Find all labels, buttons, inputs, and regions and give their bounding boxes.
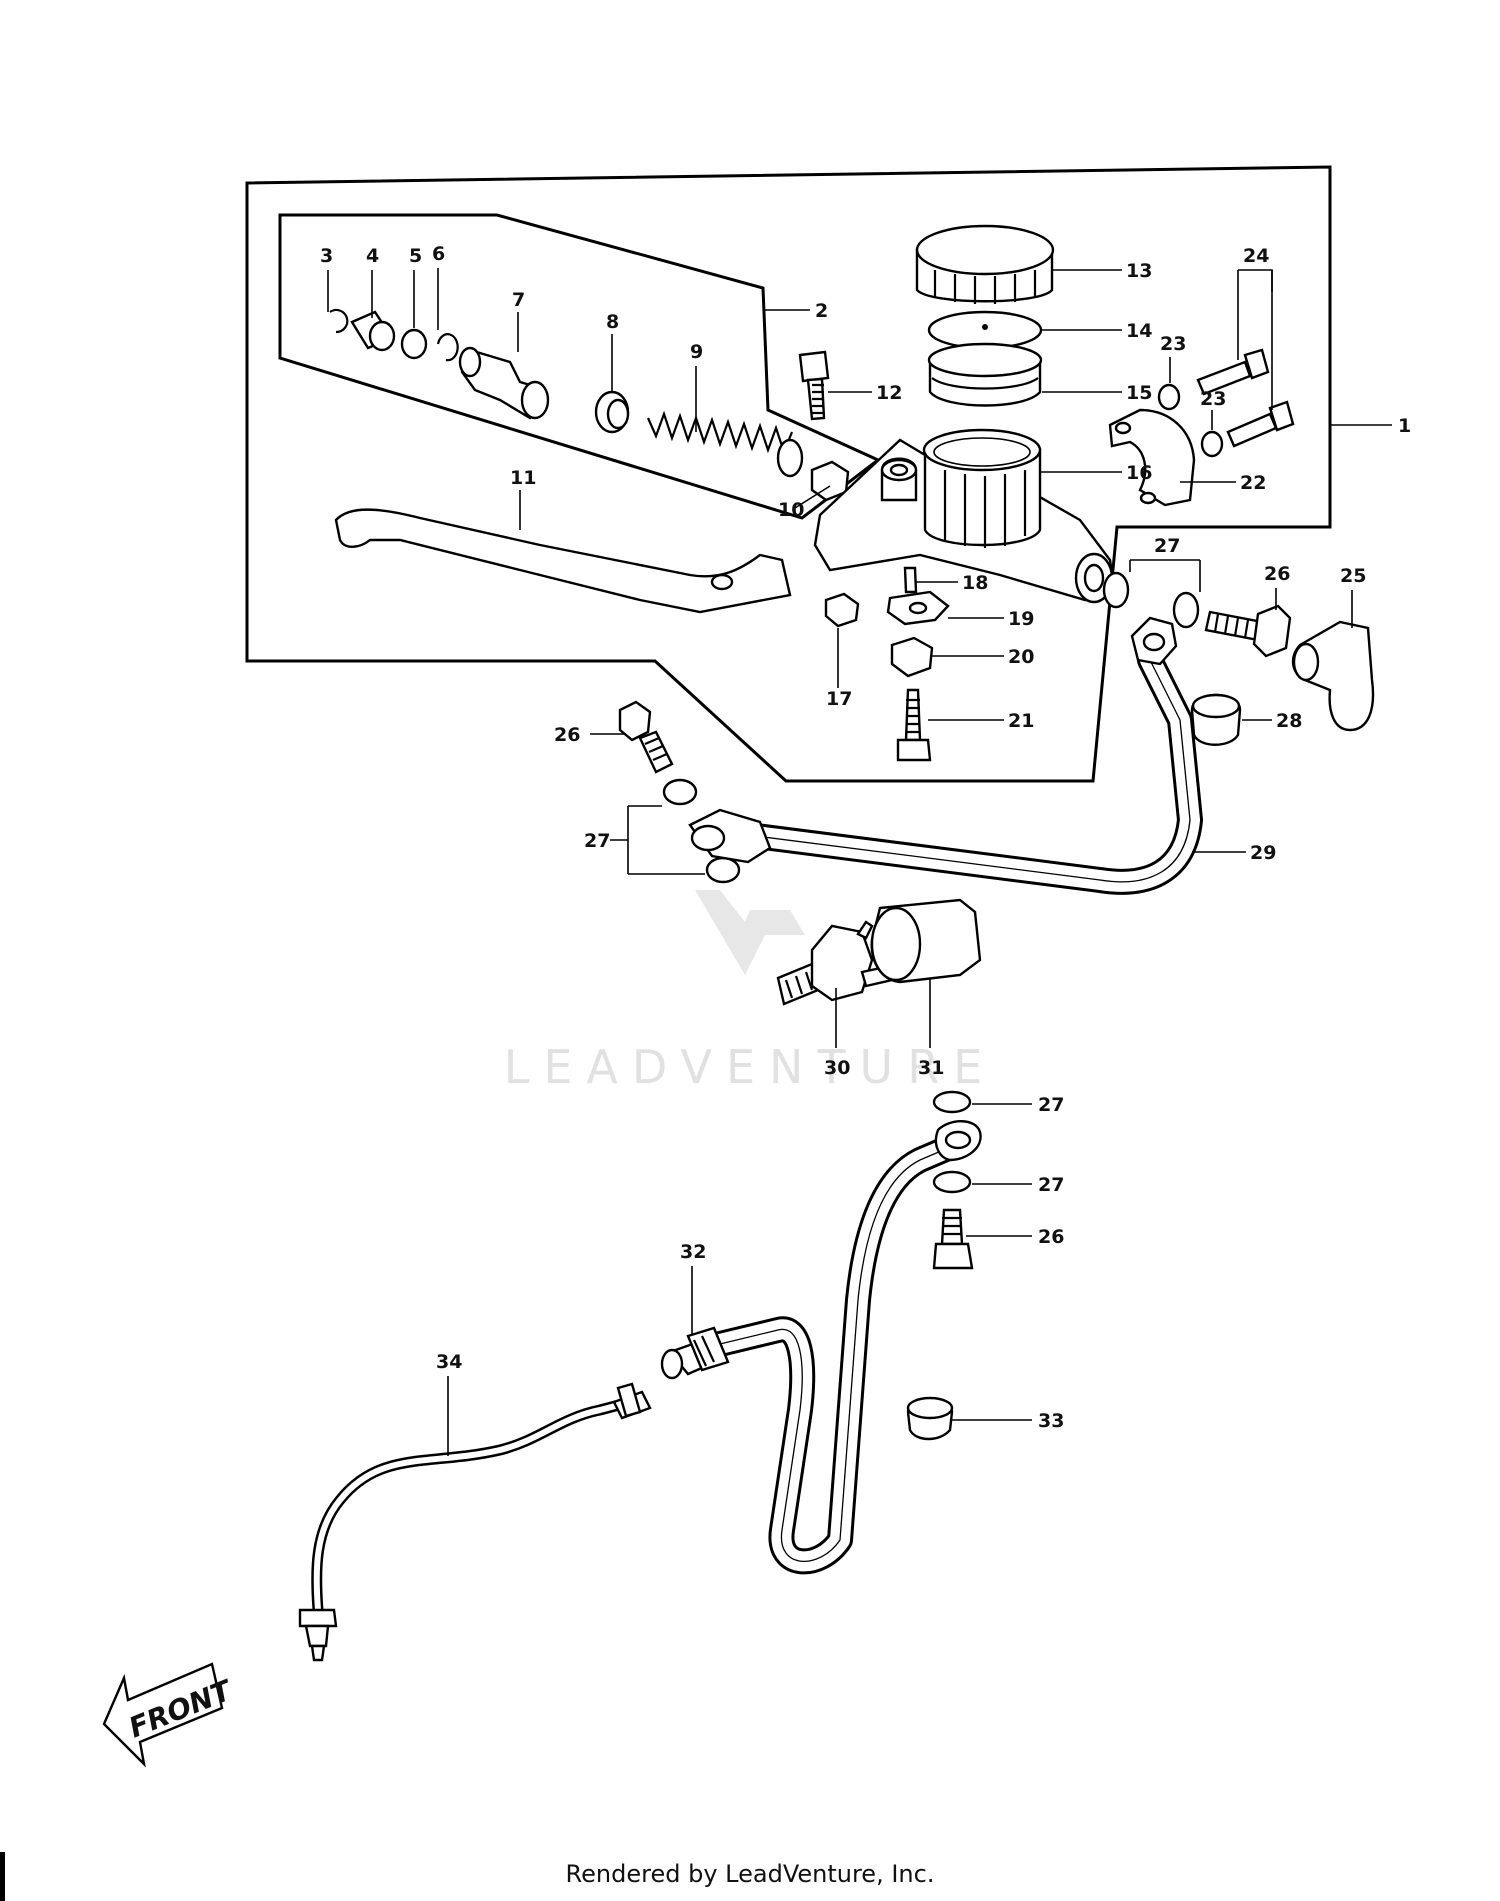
brake-lever-icon [334, 508, 792, 614]
callout-labels: 1 2 3 4 5 6 7 8 9 10 11 12 13 14 15 16 1… [320, 243, 1411, 1432]
callout-33: 33 [1038, 1410, 1064, 1432]
banjo-bolt-icon [1204, 604, 1292, 658]
callout-19: 19 [1008, 608, 1034, 630]
front-direction-arrow-icon: FRONT [102, 1662, 238, 1768]
callout-5: 5 [409, 245, 422, 267]
callout-32: 32 [680, 1241, 706, 1263]
callout-10: 10 [778, 499, 804, 521]
washer-icon [1200, 430, 1224, 458]
switch-plate-icon [886, 590, 950, 626]
page-edge-mark [0, 1852, 5, 1901]
master-cylinder-body-icon [813, 428, 1114, 604]
diaphragm-icon [927, 342, 1043, 407]
callout-22: 22 [1240, 472, 1266, 494]
clamp-bolt-icon [1196, 348, 1295, 448]
footer-credit: Rendered by LeadVenture, Inc. [565, 1860, 935, 1888]
callout-30: 30 [824, 1057, 850, 1079]
callout-27: 27 [1154, 535, 1180, 557]
piston-cup-icon [350, 310, 396, 352]
spring-icon [646, 410, 804, 478]
dust-cap-icon [1190, 693, 1242, 746]
callout-16: 16 [1126, 462, 1152, 484]
hose-joint-icon [660, 1326, 730, 1380]
gasket-icon [932, 1170, 972, 1194]
callout-27: 27 [1038, 1174, 1064, 1196]
brake-hose-lower-icon [707, 1120, 982, 1575]
callout-34: 34 [436, 1351, 462, 1373]
lever-pivot-nut-icon [824, 592, 860, 628]
rubber-boot-icon [1291, 620, 1375, 732]
watermark-logo-icon [695, 890, 805, 975]
piston-icon [458, 346, 550, 420]
callout-17: 17 [826, 688, 852, 710]
grommet-icon [906, 1396, 954, 1441]
callout-4: 4 [366, 245, 379, 267]
callout-26: 26 [1038, 1226, 1064, 1248]
callout-18: 18 [962, 572, 988, 594]
callout-28: 28 [1276, 710, 1302, 732]
callout-15: 15 [1126, 382, 1152, 404]
callout-13: 13 [1126, 260, 1152, 282]
diaphragm-plate-icon [927, 310, 1043, 350]
gasket-icon [1172, 591, 1200, 629]
banjo-fitting-icon [688, 808, 772, 864]
callout-14: 14 [1126, 320, 1152, 342]
adjust-bolt-icon [896, 688, 932, 762]
callout-8: 8 [606, 311, 619, 333]
washer-icon [1157, 383, 1181, 411]
leader-lines [327, 268, 1392, 1456]
bolt-icon [798, 350, 830, 421]
callout-7: 7 [512, 289, 525, 311]
seal-ring-icon [400, 328, 428, 360]
switch-cover-icon [870, 898, 982, 984]
gasket-icon [932, 1090, 972, 1114]
callout-12: 12 [876, 382, 902, 404]
callout-24: 24 [1243, 245, 1269, 267]
pivot-pin-icon [903, 566, 918, 594]
callout-23: 23 [1160, 333, 1186, 355]
callout-31: 31 [918, 1057, 944, 1079]
callout-27: 27 [584, 830, 610, 852]
callout-11: 11 [510, 467, 536, 489]
callout-21: 21 [1008, 710, 1034, 732]
callout-23: 23 [1200, 388, 1226, 410]
banjo-bolt-icon [932, 1208, 974, 1270]
callout-2: 2 [815, 300, 828, 322]
callout-9: 9 [690, 341, 703, 363]
seal-icon [436, 333, 459, 362]
banjo-bolt-icon [618, 700, 674, 774]
watermark-text: LEADVENTURE [503, 1040, 997, 1094]
gasket-icon [1102, 571, 1130, 609]
brake-pipe-icon [298, 1382, 652, 1662]
callout-26: 26 [1264, 563, 1290, 585]
subassembly-boundary-outline [278, 213, 881, 520]
circlip-icon [329, 308, 349, 334]
callout-1: 1 [1398, 415, 1411, 437]
callout-26: 26 [554, 724, 580, 746]
brake-hose-upper-icon [735, 616, 1203, 895]
callout-25: 25 [1340, 565, 1366, 587]
callout-6: 6 [432, 243, 445, 265]
callout-20: 20 [1008, 646, 1034, 668]
spring-seat-icon [594, 390, 630, 434]
gasket-icon [705, 856, 741, 884]
callout-3: 3 [320, 245, 333, 267]
assembly-boundary-outline [245, 165, 1332, 783]
gasket-icon [662, 778, 698, 806]
callout-27: 27 [1038, 1094, 1064, 1116]
reservoir-cap-icon [915, 224, 1055, 304]
handlebar-clamp-icon [1108, 408, 1196, 507]
adjuster-nut-icon [890, 636, 934, 678]
callout-29: 29 [1250, 842, 1276, 864]
